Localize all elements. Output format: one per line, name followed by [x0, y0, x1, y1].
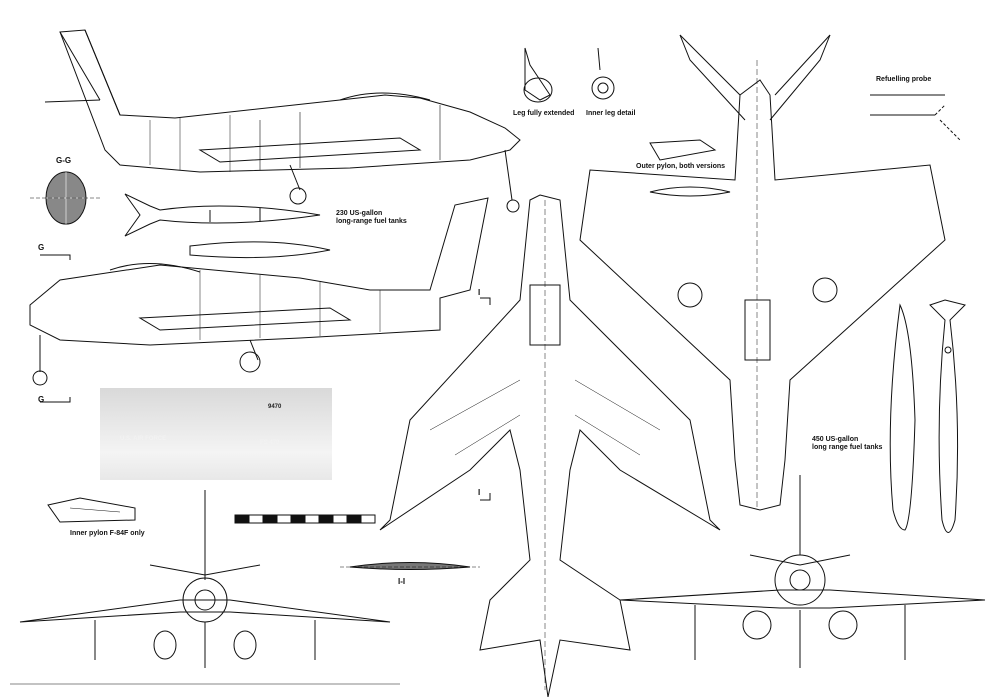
section-ii-label: I-I	[398, 577, 406, 586]
tanks-450-label: 450 US-gallon long range fuel tanks	[812, 436, 882, 452]
plan-view-center	[379, 194, 721, 697]
side-view-middle	[29, 197, 489, 386]
tanks-230	[124, 193, 331, 259]
photo-tail-text: FS 470	[260, 440, 280, 446]
leg-extended-label: Leg fully extended	[513, 110, 575, 117]
cut-i-top	[480, 297, 491, 305]
cut-g-bottom	[40, 397, 71, 403]
inner-pylon-label: Inner pylon F-84F only	[70, 530, 145, 537]
refuelling-probes	[870, 94, 961, 141]
tanks-230-label: 230 US-gallon long-range fuel tanks	[336, 210, 407, 226]
front-view-left	[10, 490, 400, 685]
outer-pylon-detail	[649, 139, 731, 197]
section-ii	[340, 562, 480, 570]
front-view-right	[619, 475, 986, 668]
photo-fuselage-text: U.S. AIR FORCE	[120, 436, 167, 442]
cut-i-top-label: I	[478, 288, 481, 297]
cut-i-bottom	[480, 493, 491, 501]
tanks-450-line-2: long range fuel tanks	[812, 444, 883, 452]
tanks-450-line-1: 450 US-gallon	[812, 436, 859, 443]
cut-g-bottom-label: G	[38, 395, 45, 404]
section-gg	[30, 171, 100, 225]
leg-details	[523, 47, 615, 103]
tanks-230-line-1: 230 US-gallon	[336, 210, 383, 217]
photo-fin-number: 9470	[268, 404, 282, 410]
side-view-top	[44, 29, 521, 213]
cut-g-top	[40, 254, 71, 260]
cut-g-top-label: G	[38, 243, 45, 252]
scale-bar	[234, 514, 376, 524]
refuelling-probe-label: Refuelling probe	[876, 76, 932, 83]
inner-pylon-detail	[47, 497, 136, 523]
inner-leg-label: Inner leg detail	[586, 110, 636, 117]
cut-i-bottom-label: I	[478, 488, 481, 497]
tanks-230-line-2: long-range fuel tanks	[336, 218, 407, 226]
outer-pylon-label: Outer pylon, both versions	[636, 163, 726, 170]
plan-view-right	[579, 34, 946, 511]
tanks-450	[889, 299, 966, 533]
aircraft-photo: U.S. AIR FORCE FS 470 9470	[100, 388, 332, 480]
section-gg-label: G-G	[56, 156, 72, 165]
